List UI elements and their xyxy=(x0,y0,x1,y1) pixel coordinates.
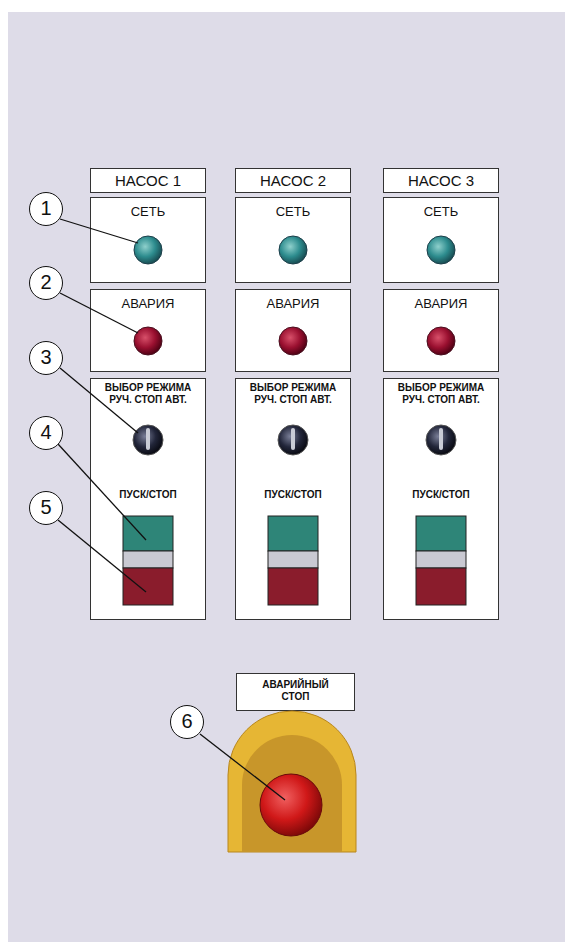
button-guard xyxy=(228,711,356,852)
start-button xyxy=(416,516,466,551)
leader-line xyxy=(60,293,138,333)
mode-switch xyxy=(133,425,163,455)
leader-line xyxy=(58,520,146,592)
callout-number: 2 xyxy=(29,266,63,300)
emergency-stop-button xyxy=(260,774,322,836)
panel-caption: СЕТЬ xyxy=(386,204,496,220)
panel-caption: ВЫБОР РЕЖИМА РУЧ. СТОП АВТ. xyxy=(391,382,491,406)
panel-caption: СЕТЬ xyxy=(238,204,348,220)
power-lamp xyxy=(427,236,455,264)
panel-caption: НАСОС 3 xyxy=(386,172,496,190)
emergency-title-box: АВАРИЙНЫЙ СТОП xyxy=(236,673,355,711)
callout-number: 5 xyxy=(29,491,63,525)
alarm-lamp xyxy=(134,327,162,355)
button-guard-inner xyxy=(242,735,342,852)
stop-button xyxy=(416,568,466,605)
callout-number: 4 xyxy=(29,416,63,450)
mode-switch xyxy=(278,425,308,455)
button-divider xyxy=(268,551,318,568)
button-divider xyxy=(416,551,466,568)
mode-switch xyxy=(426,425,456,455)
panel-caption: АВАРИЯ xyxy=(386,296,496,312)
callout-number: 3 xyxy=(29,341,63,375)
panel-caption: АВАРИЯ xyxy=(93,296,203,312)
leader-line xyxy=(60,219,138,243)
leader-line xyxy=(58,444,146,540)
button-divider xyxy=(123,551,173,568)
alarm-lamp xyxy=(279,327,307,355)
panel-caption: АВАРИЙНЫЙ СТОП xyxy=(251,679,341,703)
switch-lever xyxy=(291,428,295,450)
panel-caption: ВЫБОР РЕЖИМА РУЧ. СТОП АВТ. xyxy=(243,382,343,406)
panel-caption: СЕТЬ xyxy=(93,204,203,220)
stop-button xyxy=(268,568,318,605)
panel-caption: ПУСК/СТОП xyxy=(386,489,496,501)
leader-line xyxy=(60,368,138,433)
stop-button xyxy=(123,568,173,605)
panel-caption: НАСОС 1 xyxy=(93,172,203,190)
callout-number: 1 xyxy=(29,192,63,226)
pump-title-box: НАСОС 1 xyxy=(90,168,206,193)
leader-line xyxy=(200,734,285,800)
pump-title-box: НАСОС 3 xyxy=(383,168,499,193)
power-lamp xyxy=(134,236,162,264)
start-button xyxy=(123,516,173,551)
panel-caption: НАСОС 2 xyxy=(238,172,348,190)
start-button xyxy=(268,516,318,551)
callout-number: 6 xyxy=(170,705,204,739)
panel-caption: ПУСК/СТОП xyxy=(238,489,348,501)
panel-caption: ВЫБОР РЕЖИМА РУЧ. СТОП АВТ. xyxy=(98,382,198,406)
panel-caption: АВАРИЯ xyxy=(238,296,348,312)
panel-caption: ПУСК/СТОП xyxy=(93,489,203,501)
switch-lever xyxy=(146,428,150,450)
alarm-lamp xyxy=(427,327,455,355)
switch-lever xyxy=(439,428,443,450)
pump-title-box: НАСОС 2 xyxy=(235,168,351,193)
power-lamp xyxy=(279,236,307,264)
